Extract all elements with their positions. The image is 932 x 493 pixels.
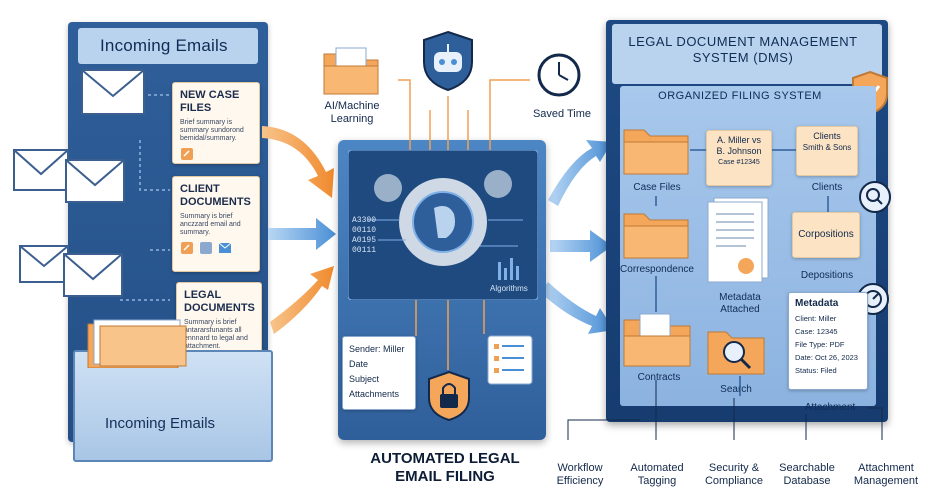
- clock-icon: [537, 53, 581, 97]
- robot-shield-icon: [423, 30, 473, 92]
- paperclip-icon: [181, 148, 193, 160]
- case-folder-card: A. Miller vs B. Johnson Case #12345: [706, 130, 772, 186]
- card-title: LEGAL DOCUMENTS: [184, 289, 255, 314]
- attachment-label: Attachment: [804, 402, 856, 413]
- organized-filing-title: ORGANIZED FILING SYSTEM: [658, 90, 822, 102]
- meta-field: Sender: Miller: [349, 344, 405, 354]
- algorithms-label: Algorithms: [490, 284, 528, 293]
- envelope-icon: [63, 253, 123, 297]
- metadata-attached-label: Metadata Attached: [719, 292, 761, 315]
- dms-title: LEGAL DOCUMENT MANAGEMENT SYSTEM (DMS): [628, 34, 858, 65]
- metadata-line: Date: Oct 26, 2023: [795, 353, 858, 362]
- envelope-icon: [65, 159, 125, 203]
- metadata-line: Case: 12345: [795, 327, 838, 336]
- feature-attachment-management: Attachment Management: [853, 462, 919, 487]
- checklist-icon: [487, 335, 533, 385]
- folder-icon: [707, 331, 765, 375]
- clients-card-line: Smith & Sons: [802, 143, 852, 152]
- code-line: 00111: [352, 246, 377, 255]
- folder-card-label: Corpositions: [798, 229, 854, 240]
- diagram-title: AUTOMATED LEGAL EMAIL FILING: [370, 450, 520, 485]
- feature-automated-tagging: Automated Tagging: [630, 462, 684, 487]
- new-case-files-card: NEW CASE FILES Brief summary is summary …: [172, 82, 260, 164]
- code-block: A3300 00110 A0195 00111: [352, 216, 376, 256]
- clients-folder-card: Clients Smith & Sons: [796, 126, 858, 176]
- dms-header: [612, 24, 882, 84]
- code-line: A0195: [352, 236, 377, 245]
- metadata-line: Client: Miller: [795, 314, 837, 323]
- case-files-label: Case Files: [633, 182, 681, 193]
- card-summary: Summary is brief antararsfunants all enn…: [184, 319, 248, 350]
- contracts-label: Contracts: [637, 372, 681, 383]
- folder-icon: [323, 47, 379, 95]
- saved-time-label: Saved Time: [532, 108, 592, 120]
- mail-icon: [218, 242, 232, 253]
- incoming-emails-title: Incoming Emails: [100, 36, 228, 55]
- case-card-line: Case #12345: [718, 159, 760, 166]
- client-documents-card: CLIENT DOCUMENTS Summary is brief anczza…: [172, 176, 260, 272]
- meta-field: Date: [349, 359, 369, 369]
- card-title: CLIENT DOCUMENTS: [180, 183, 251, 208]
- feature-searchable-database: Searchable Database: [779, 462, 835, 487]
- metadata-card: Metadata Client: Miller Case: 12345 File…: [788, 292, 868, 390]
- attachment-icon: [200, 242, 212, 254]
- incoming-emails-header: [78, 28, 258, 64]
- card-summary: Brief summary is summary sundorond bemid…: [180, 119, 244, 142]
- metadata-title: Metadata: [795, 298, 839, 309]
- metadata-line: Status: Filed: [795, 366, 837, 375]
- email-metadata-card: Sender: Miller Date Subject Attachments: [342, 336, 416, 410]
- card-summary: Summary is brief anczzard email and summ…: [180, 213, 241, 236]
- clients-label: Clients: [811, 182, 843, 193]
- ai-processing-screen: [348, 150, 538, 300]
- folder-icon: [623, 213, 689, 259]
- inbox-label: Incoming Emails: [105, 415, 216, 432]
- file-stack-icon: [87, 319, 187, 368]
- lock-shield-icon: [428, 370, 470, 422]
- clients-card-line: Clients: [813, 131, 841, 141]
- meta-field: Subject: [349, 374, 380, 384]
- depositions-label: Depositions: [800, 270, 854, 281]
- search-label: Search: [720, 384, 752, 395]
- search-icon: [859, 181, 891, 213]
- feature-security-compliance: Security & Compliance: [704, 462, 764, 487]
- feature-workflow-efficiency: Workflow Efficiency: [556, 462, 604, 487]
- correspondence-label: Correspondence: [620, 264, 694, 275]
- depositions-folder-card: Corpositions: [792, 212, 860, 258]
- metadata-line: File Type: PDF: [795, 340, 845, 349]
- document-icon: [707, 197, 769, 283]
- folder-icon: [623, 129, 689, 175]
- meta-field: Attachments: [349, 389, 400, 399]
- ai-ml-label: AI/Machine Learning: [324, 100, 380, 125]
- envelope-icon: [81, 69, 145, 115]
- folder-icon: [623, 313, 691, 367]
- code-line: 00110: [352, 226, 377, 235]
- code-line: A3300: [352, 216, 377, 225]
- inbox-tray: [73, 350, 273, 462]
- paperclip-icon: [181, 242, 193, 254]
- case-card-line: A. Miller vs: [716, 135, 761, 145]
- case-card-line: B. Johnson: [716, 146, 762, 156]
- card-title: NEW CASE FILES: [180, 89, 240, 114]
